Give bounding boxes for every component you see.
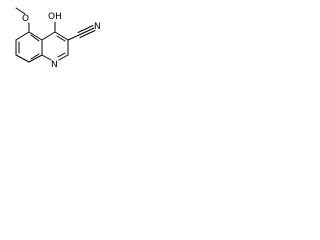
bond-pyr-5 xyxy=(41,54,52,61)
bond-pyr-inner-2 xyxy=(57,52,66,58)
hydroxyl-label: OH xyxy=(48,12,62,22)
bond-benz-3 xyxy=(28,54,43,63)
bond-triple-2 xyxy=(77,25,94,33)
nitrile-nitrogen-label: N xyxy=(94,22,101,32)
bond-triple-1 xyxy=(78,27,95,36)
methoxy-oxygen-label: O xyxy=(22,14,29,24)
bond-pyr-1 xyxy=(41,31,56,41)
bond-benz-inner-2 xyxy=(30,53,40,60)
bond-pyr-inner-1 xyxy=(56,35,66,42)
bond-benz-6 xyxy=(15,31,30,41)
bond-benz-5 xyxy=(28,31,43,41)
bond-benz-2 xyxy=(15,54,30,63)
bond-pyr-2 xyxy=(54,31,69,41)
bond-benz-inner-3 xyxy=(30,34,40,42)
bond-pyr-4 xyxy=(58,54,69,61)
bond-triple-3 xyxy=(79,30,96,38)
ring-nitrogen-label: N xyxy=(51,60,58,70)
bond-c-cn xyxy=(67,34,80,41)
benzene-ring xyxy=(15,31,43,63)
pyridine-ring xyxy=(41,31,69,61)
nitrile-group xyxy=(67,25,96,41)
bond-o-methyl xyxy=(15,7,26,15)
methoxy-group xyxy=(15,7,30,33)
chemical-structure-diagram: O OH N N xyxy=(15,7,101,70)
